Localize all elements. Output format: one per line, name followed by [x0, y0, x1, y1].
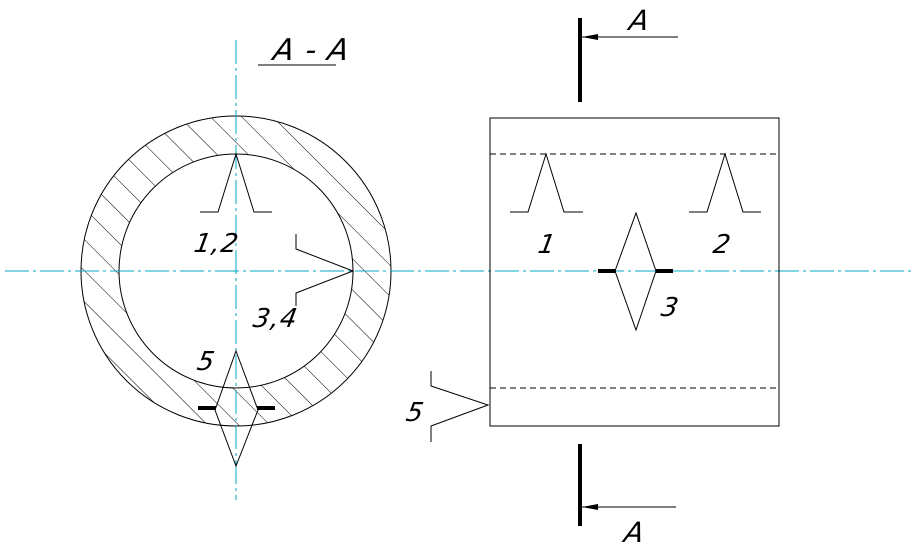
side-body-contour — [489, 117, 780, 427]
section-title: A - A — [269, 33, 353, 68]
weld-symbol-2 — [689, 152, 761, 213]
weld-label-1: 1 — [536, 230, 559, 260]
weld-label-3-4: 3,4 — [251, 304, 301, 334]
weld-label-3: 3 — [659, 293, 682, 323]
weld-symbol-5-side — [430, 371, 490, 442]
weld-label-2: 2 — [711, 230, 734, 260]
side-view: A A 1 2 3 5 — [404, 4, 780, 547]
weld-symbol-3-4 — [295, 234, 355, 306]
view-arrow-bottom — [582, 504, 676, 510]
weld-symbol-5-ring — [214, 349, 259, 468]
weld-symbol-1 — [510, 152, 583, 213]
weld-symbol-3 — [614, 211, 657, 332]
weld-label-5-side: 5 — [404, 398, 427, 428]
weld-label-5-ring: 5 — [195, 347, 218, 377]
weld-label-1-2: 1,2 — [192, 229, 242, 259]
view-arrow-top — [582, 34, 678, 40]
weld-symbol-1-2 — [200, 152, 272, 213]
